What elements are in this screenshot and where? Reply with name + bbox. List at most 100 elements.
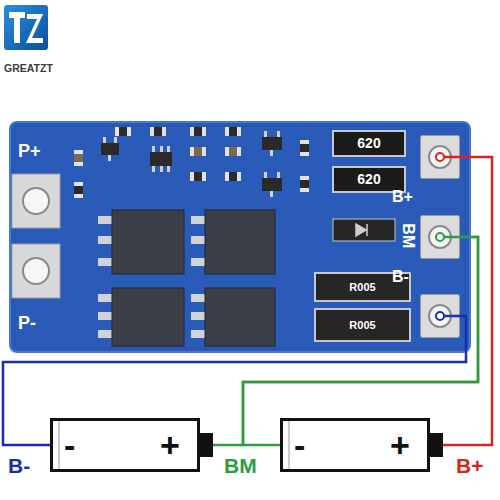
battery-cell: -+ bbox=[50, 418, 213, 472]
smd-resistor bbox=[115, 127, 131, 136]
solder-pad: B- bbox=[420, 294, 460, 338]
smd-capacitor bbox=[74, 150, 83, 166]
polarity-sign: - bbox=[64, 418, 75, 472]
smd-resistor bbox=[150, 127, 166, 136]
ic-pin bbox=[152, 166, 155, 172]
terminal-label: B- bbox=[8, 454, 30, 477]
smd-capacitor bbox=[229, 147, 237, 156]
smd-capacitor bbox=[74, 154, 83, 162]
component-marking: R005 bbox=[315, 273, 410, 301]
resistor bbox=[333, 131, 405, 156]
mosfet-pin bbox=[98, 258, 112, 266]
smd-resistor bbox=[194, 172, 202, 181]
logo-mark bbox=[9, 12, 25, 43]
solder-pad: BM bbox=[420, 215, 460, 259]
ic-pin bbox=[103, 137, 106, 143]
battery-nub bbox=[200, 433, 213, 457]
ic-pin bbox=[167, 146, 170, 152]
terminal-label: P+ bbox=[18, 142, 41, 162]
polarity-sign: - bbox=[294, 418, 305, 472]
ic-pin bbox=[277, 131, 280, 137]
pcb-board bbox=[10, 122, 470, 352]
smd-resistor bbox=[190, 172, 206, 181]
smd-resistor bbox=[225, 172, 241, 181]
mosfet-pin bbox=[98, 330, 112, 338]
ic-pin bbox=[108, 155, 111, 161]
ic-chip bbox=[262, 137, 282, 150]
mosfet-pin bbox=[191, 236, 205, 244]
mosfet-pin bbox=[191, 330, 205, 338]
battery-nub bbox=[430, 433, 443, 457]
ic-pin bbox=[160, 146, 163, 152]
mosfet-pin bbox=[191, 258, 205, 266]
smd-resistor bbox=[154, 127, 162, 136]
mosfet-pin bbox=[191, 312, 205, 320]
ic-pin bbox=[277, 172, 280, 178]
ic-pin bbox=[167, 166, 170, 172]
solder-pad: B+ bbox=[420, 135, 460, 179]
component-marking: 620 bbox=[333, 167, 405, 192]
wire bbox=[243, 237, 478, 445]
smd-capacitor bbox=[225, 147, 241, 156]
solder-pad bbox=[421, 216, 460, 259]
mosfet bbox=[205, 210, 275, 274]
terminal-label: B+ bbox=[456, 454, 483, 477]
mosfet-pin bbox=[98, 294, 112, 302]
diode-symbol bbox=[356, 224, 367, 236]
ic-pin bbox=[264, 172, 267, 178]
terminal-label: B+ bbox=[392, 188, 413, 206]
ic-chip bbox=[101, 143, 119, 155]
mosfet-pin bbox=[98, 216, 112, 224]
smd-resistor bbox=[225, 127, 241, 136]
mosfet bbox=[112, 210, 184, 274]
polarity-sign: + bbox=[390, 418, 410, 472]
diode bbox=[333, 219, 395, 241]
mosfet bbox=[205, 288, 275, 346]
ic-pin bbox=[270, 150, 273, 156]
board-edge bbox=[14, 126, 466, 348]
solder-pad-shape bbox=[420, 294, 460, 338]
mosfet-pin bbox=[191, 216, 205, 224]
solder-pad-shape bbox=[420, 215, 460, 259]
ic-pin bbox=[270, 191, 273, 197]
smd-resistor bbox=[74, 182, 83, 198]
terminal-label: BM bbox=[224, 454, 257, 477]
ic-pin bbox=[264, 131, 267, 137]
solder-pad bbox=[12, 244, 60, 298]
solder-dot bbox=[436, 312, 444, 320]
smd-resistor bbox=[300, 144, 309, 152]
mosfet-pin bbox=[98, 236, 112, 244]
logo-square bbox=[4, 5, 48, 50]
smd-resistor bbox=[229, 172, 237, 181]
battery-cap bbox=[59, 421, 60, 469]
brand-name: GREATZT bbox=[4, 63, 53, 75]
mosfet-pin bbox=[98, 312, 112, 320]
ic-pin bbox=[114, 137, 117, 143]
polarity-sign: + bbox=[160, 418, 180, 472]
ic-pin bbox=[160, 166, 163, 172]
component-marking: R005 bbox=[315, 309, 410, 341]
solder-pad-shape bbox=[420, 135, 460, 179]
smd-resistor bbox=[194, 127, 202, 136]
solder-dot bbox=[436, 233, 444, 241]
smd-resistor bbox=[229, 127, 237, 136]
ic-pin bbox=[152, 146, 155, 152]
wire bbox=[213, 237, 478, 445]
mosfet-pin bbox=[191, 294, 205, 302]
ic-chip bbox=[150, 152, 172, 166]
smd-resistor bbox=[119, 127, 127, 136]
pad-hole bbox=[23, 188, 49, 214]
solder-dot bbox=[436, 153, 444, 161]
solder-pad bbox=[421, 295, 460, 338]
mosfet bbox=[112, 288, 184, 346]
component-marking: 620 bbox=[333, 131, 405, 156]
logo-mark bbox=[26, 14, 43, 43]
smd-resistor bbox=[300, 176, 309, 192]
smd-capacitor bbox=[190, 147, 206, 156]
ic-chip bbox=[262, 178, 282, 191]
terminal-label: B- bbox=[392, 268, 409, 286]
solder-pad bbox=[12, 174, 60, 228]
smd-resistor bbox=[190, 127, 206, 136]
smd-resistor bbox=[300, 140, 309, 156]
